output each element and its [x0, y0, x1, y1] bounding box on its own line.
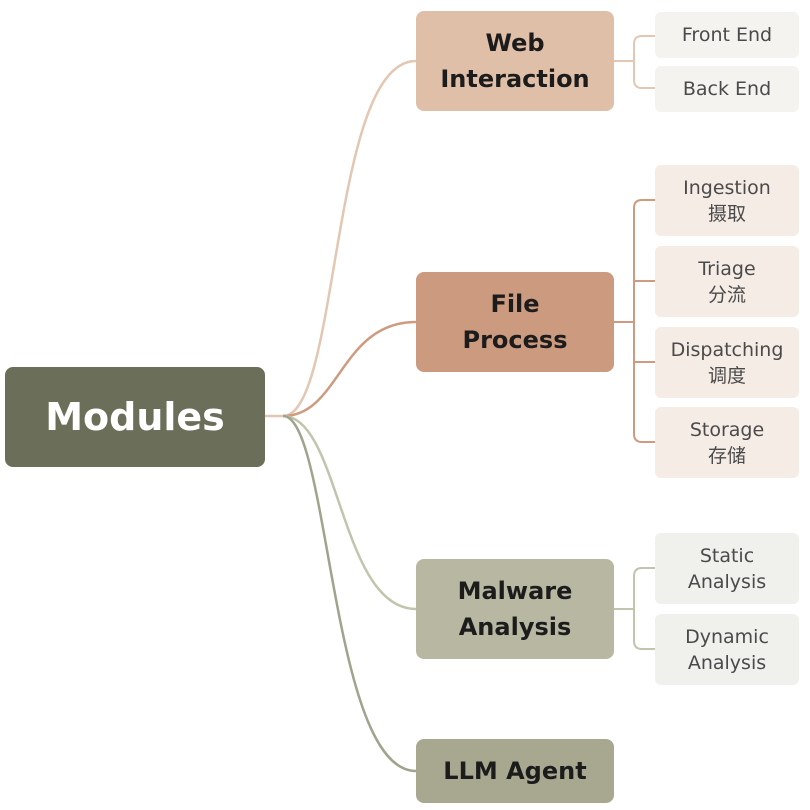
leaf-back-end[interactable]: Back End: [655, 66, 799, 112]
leaf-label-line1: Dispatching: [670, 338, 784, 361]
leaf-label-line1: Storage: [689, 418, 765, 441]
leaf-label-line2: 存储: [707, 444, 746, 467]
link-web-back-end: [633, 61, 655, 89]
link-file-spine: [633, 199, 655, 443]
leaf-dispatching[interactable]: Dispatching 调度: [655, 327, 799, 398]
branch-label-line1: Malware: [457, 577, 573, 605]
leaf-label-line1: Triage: [698, 257, 756, 280]
leaf-triage[interactable]: Triage 分流: [655, 246, 799, 317]
leaf-label-line1: Back End: [682, 78, 772, 100]
branch-label-line1: File: [490, 290, 540, 318]
branch-web-interaction[interactable]: Web Interaction: [416, 11, 614, 111]
link-malware-static: [633, 567, 655, 609]
branch-label-line1: LLM Agent: [443, 757, 587, 785]
leaf-front-end[interactable]: Front End: [655, 12, 799, 58]
leaf-dynamic-analysis[interactable]: Dynamic Analysis: [655, 614, 799, 685]
leaf-label-line1: Dynamic: [685, 625, 769, 648]
leaf-static-analysis[interactable]: Static Analysis: [655, 533, 799, 604]
link-root-llm: [282, 414, 417, 773]
branch-file-process[interactable]: File Process: [416, 272, 614, 372]
link-root-file: [282, 320, 417, 418]
branch-label-line2: Process: [462, 326, 568, 354]
leaf-label-line1: Static: [699, 544, 755, 567]
branch-label-line1: Web: [485, 29, 545, 57]
leaf-storage[interactable]: Storage 存储: [655, 407, 799, 478]
leaf-label-line2: Analysis: [687, 570, 767, 593]
root-node-modules[interactable]: Modules: [5, 367, 265, 467]
leaf-ingestion[interactable]: Ingestion 摄取: [655, 165, 799, 236]
link-malware-dynamic: [633, 609, 655, 650]
branch-malware-analysis[interactable]: Malware Analysis: [416, 559, 614, 659]
leaf-label-line2: 摄取: [707, 202, 746, 225]
leaf-label-line2: Analysis: [687, 651, 767, 674]
link-web-front-end: [633, 35, 655, 61]
branch-label-line2: Interaction: [440, 65, 590, 93]
root-label: Modules: [45, 395, 225, 439]
link-root-malware: [282, 414, 417, 611]
leaf-label-line1: Ingestion: [683, 176, 771, 199]
leaf-label-line1: Front End: [681, 24, 773, 46]
link-root-web: [265, 59, 417, 418]
leaf-label-line2: 调度: [707, 364, 746, 387]
leaf-label-line2: 分流: [707, 283, 746, 306]
branch-llm-agent[interactable]: LLM Agent: [416, 739, 614, 803]
branch-label-line2: Analysis: [458, 613, 572, 641]
